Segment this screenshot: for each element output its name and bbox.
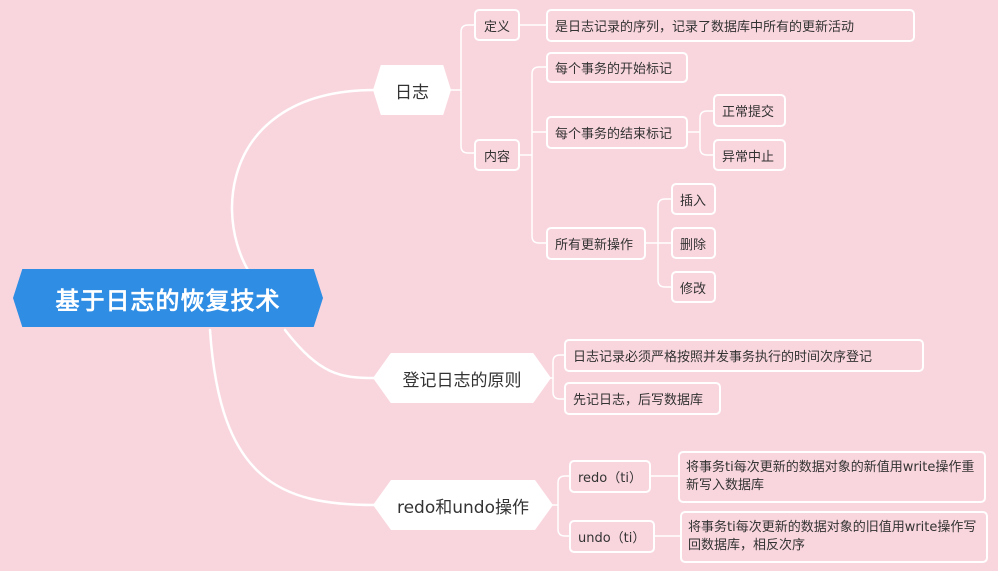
definition-text-label: 是日志记录的序列，记录了数据库中所有的更新活动 [555,20,855,35]
connector-endmark-children [688,110,713,156]
topic-log[interactable]: 日志 [373,65,451,115]
root-topic-label: 基于日志的恢复技术 [55,286,281,315]
content-all-updates[interactable]: 所有更新操作 [546,227,646,260]
update-delete-label: 删除 [680,237,707,253]
topic-principle[interactable]: 登记日志的原则 [373,353,551,403]
redo-description-label: 将事务ti每次更新的数据对象的新值用write操作重新写入数据库 [686,460,975,493]
connector-root-redo-undo [208,328,377,507]
redo-description[interactable]: 将事务ti每次更新的数据对象的新值用write操作重新写入数据库 [678,451,986,503]
topic-principle-label: 登记日志的原则 [402,370,522,391]
connector-log-children [449,24,474,154]
content-start-mark-label: 每个事务的开始标记 [555,62,673,77]
update-modify-label: 修改 [680,281,707,297]
principle-rule-order[interactable]: 日志记录必须严格按照并发事务执行的时间次序登记 [564,339,924,372]
connector-root-principle [283,328,377,380]
connector-principle-children [549,354,564,400]
topic-redo-undo[interactable]: redo和undo操作 [373,480,553,530]
undo-operation[interactable]: undo（ti） [569,520,655,553]
connector-root-log [230,88,377,298]
redo-operation-label: redo（ti） [578,471,642,486]
connector-content-children [520,66,546,244]
end-mark-abort[interactable]: 异常中止 [713,139,786,171]
update-insert-label: 插入 [680,193,707,209]
content-start-mark[interactable]: 每个事务的开始标记 [546,52,688,83]
undo-description[interactable]: 将事务ti每次更新的数据对象的旧值用write操作写回数据库，相反次序 [680,511,988,563]
end-mark-commit-label: 正常提交 [722,105,775,120]
update-delete[interactable]: 删除 [671,227,716,259]
update-modify[interactable]: 修改 [671,271,716,303]
end-mark-commit[interactable]: 正常提交 [713,94,786,127]
topic-redo-undo-label: redo和undo操作 [396,497,529,518]
connector-updates-children [646,198,671,288]
subtopic-content-label: 内容 [483,149,510,165]
subtopic-content[interactable]: 内容 [474,139,520,171]
definition-text[interactable]: 是日志记录的序列，记录了数据库中所有的更新活动 [546,9,915,42]
content-end-mark[interactable]: 每个事务的结束标记 [546,116,688,149]
update-insert[interactable]: 插入 [671,183,716,215]
root-topic[interactable]: 基于日志的恢复技术 [13,269,323,327]
subtopic-definition-label: 定义 [483,19,510,35]
content-end-mark-label: 每个事务的结束标记 [555,127,673,142]
end-mark-abort-label: 异常中止 [722,149,775,165]
principle-rule-order-label: 日志记录必须严格按照并发事务执行的时间次序登记 [573,350,873,365]
principle-rule-wal-label: 先记日志，后写数据库 [573,393,704,408]
content-all-updates-label: 所有更新操作 [555,238,634,253]
redo-operation[interactable]: redo（ti） [569,460,651,493]
undo-description-label: 将事务ti每次更新的数据对象的旧值用write操作写回数据库，相反次序 [688,520,977,553]
topic-log-label: 日志 [395,82,429,103]
connector-redoundo-children [551,475,569,537]
subtopic-definition[interactable]: 定义 [474,9,520,41]
principle-rule-wal[interactable]: 先记日志，后写数据库 [564,382,721,415]
undo-operation-label: undo（ti） [578,531,646,546]
